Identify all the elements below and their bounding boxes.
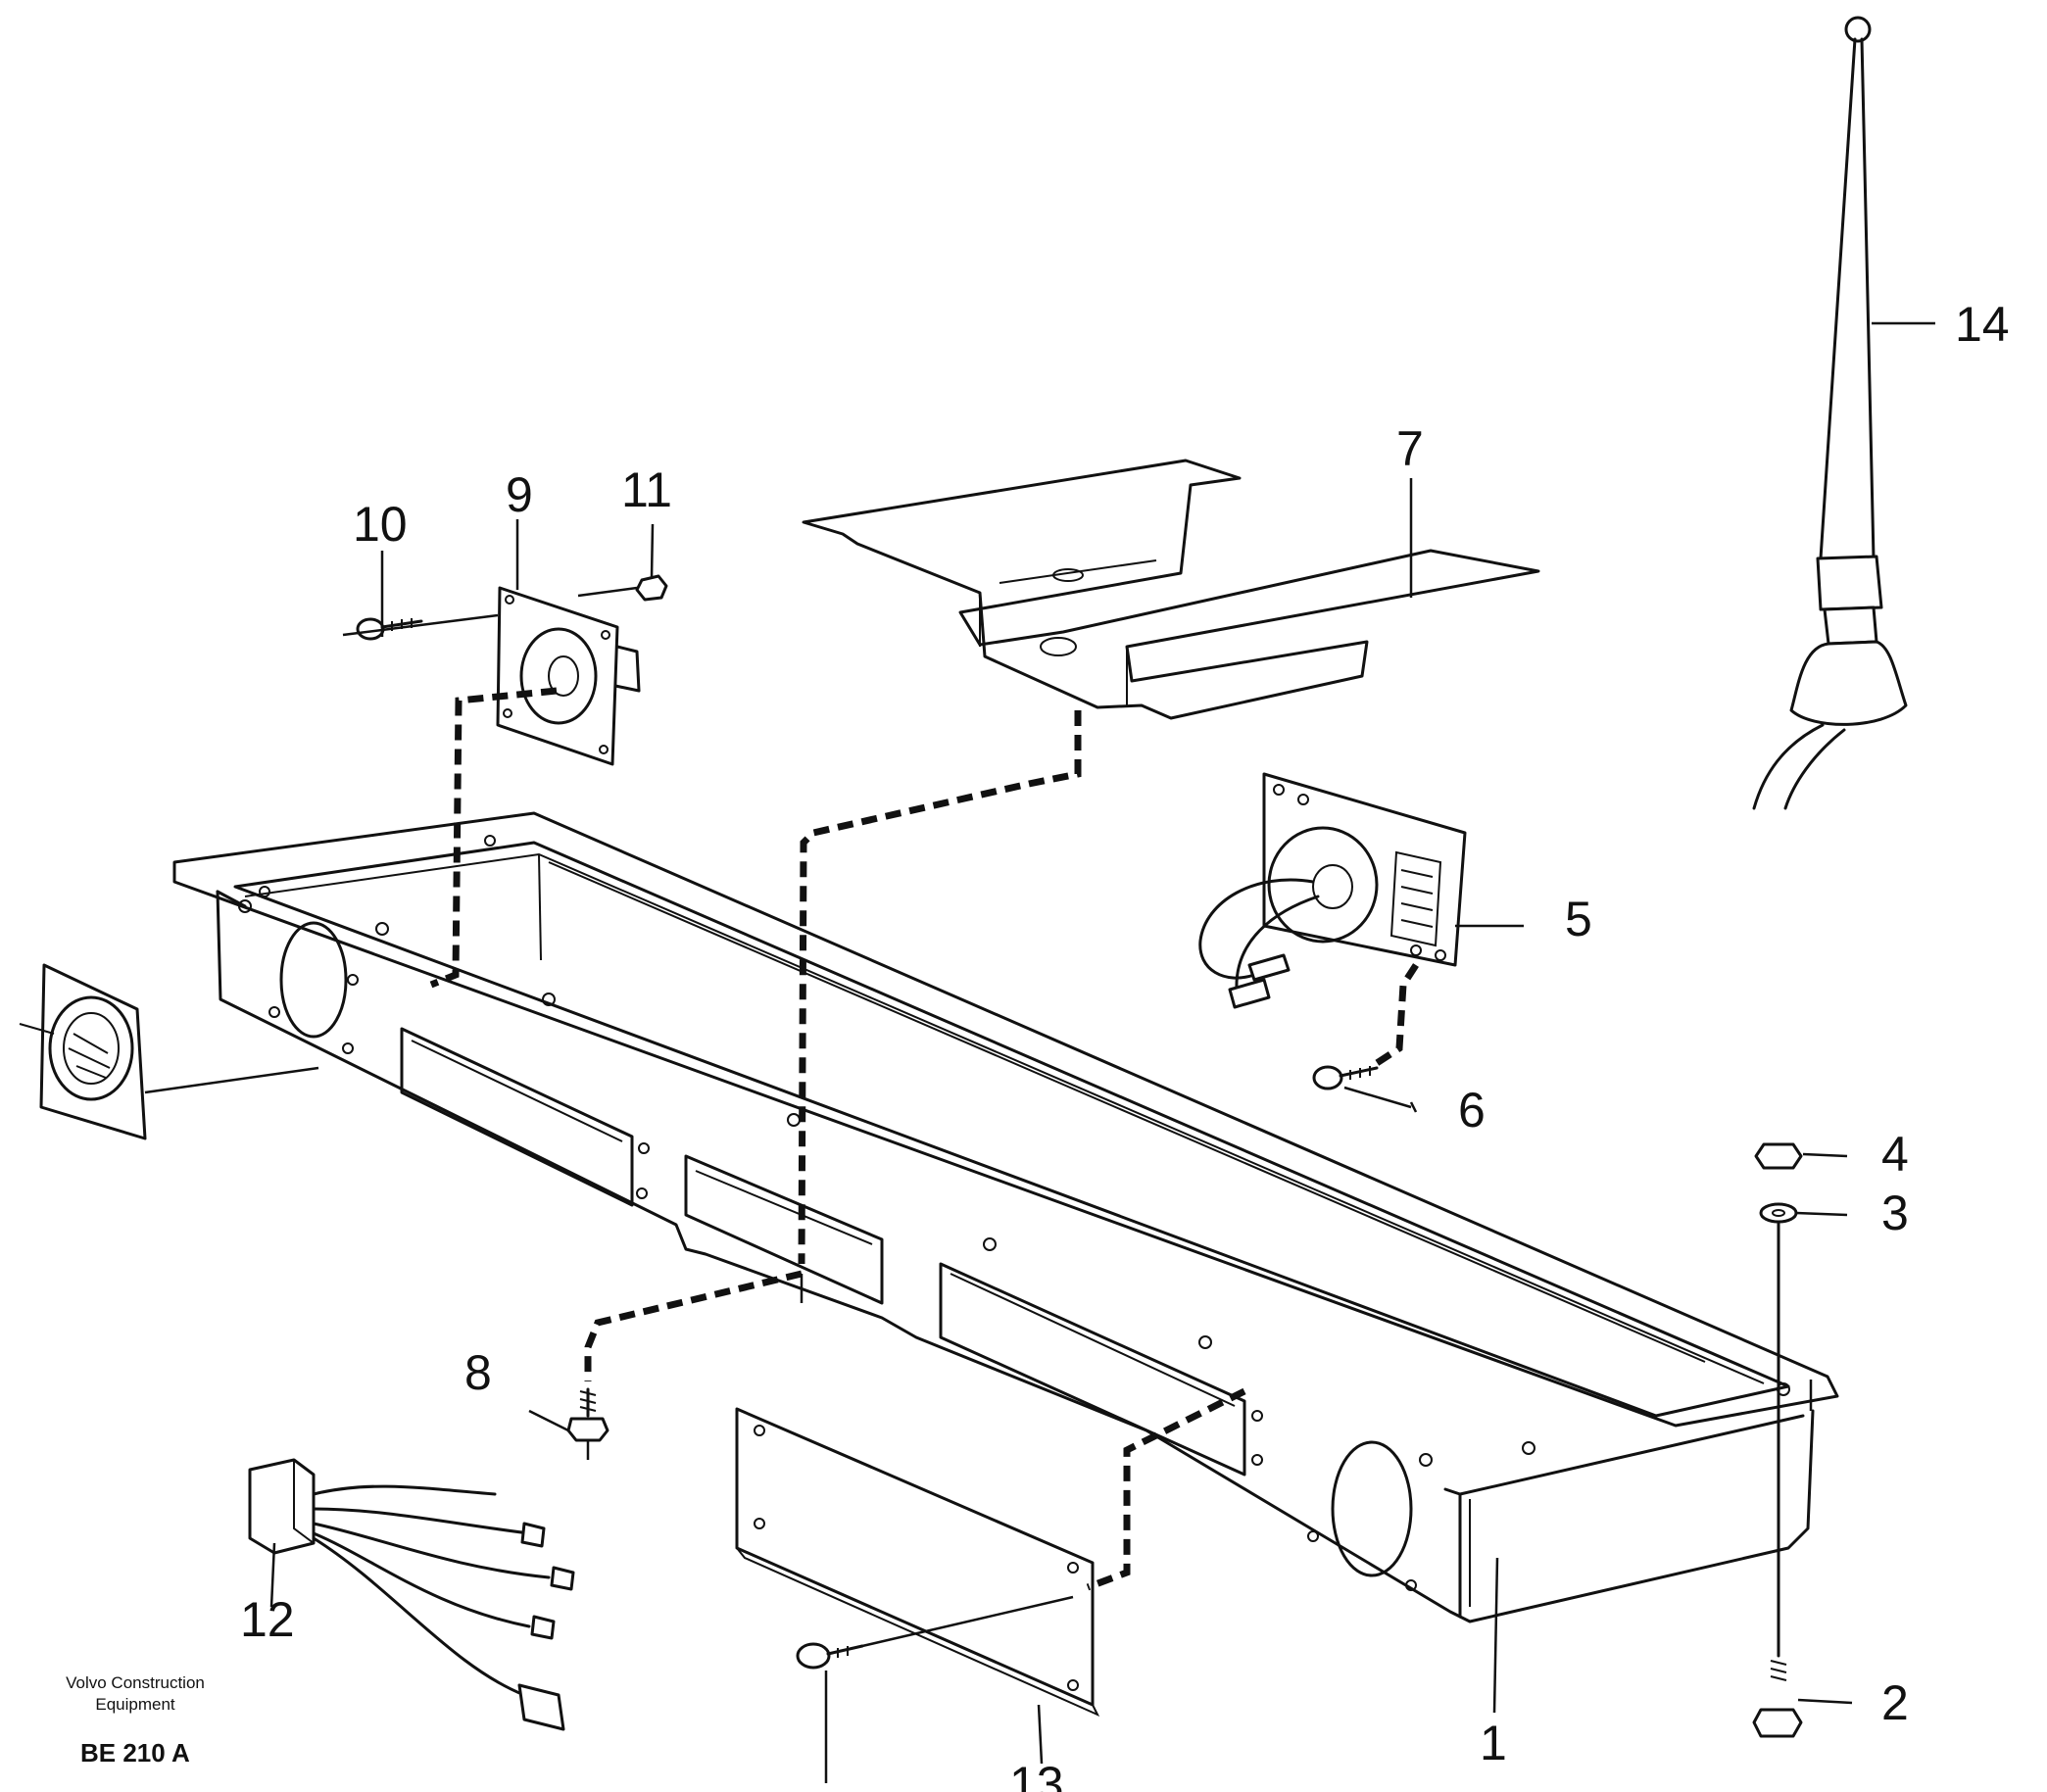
part-13-screw	[796, 1595, 1074, 1783]
callout-9: 9	[506, 467, 533, 522]
footer-block: Volvo Construction Equipment BE 210 A	[66, 1673, 205, 1768]
callout-leaders	[269, 478, 1524, 1765]
speaker-grille	[19, 963, 147, 1140]
callout-labels: 1 2 3 4 5 6 7 8 9 10 11 12 13 14	[240, 297, 2010, 1792]
callout-6: 6	[1458, 1083, 1486, 1138]
callout-14: 14	[1955, 297, 2010, 352]
part-5-radio-unit	[1198, 772, 1467, 1009]
part-14-antenna	[1752, 16, 1935, 810]
callout-13: 13	[1009, 1757, 1064, 1792]
part-8-bolt	[566, 1387, 609, 1460]
callout-1: 1	[1480, 1716, 1507, 1770]
part-13-cover-plate	[735, 1407, 1100, 1718]
drawing-reference: BE 210 A	[80, 1738, 190, 1768]
part-1-tray	[172, 811, 1839, 1623]
callout-2: 2	[1881, 1675, 1909, 1730]
part-4-nut	[1754, 1142, 1848, 1170]
tray-mounting-holes	[238, 835, 1790, 1591]
part-11-nut	[577, 574, 668, 602]
company-name-line1: Volvo Construction	[66, 1673, 205, 1692]
part-6-screw	[1312, 1065, 1379, 1090]
callout-12: 12	[240, 1592, 295, 1647]
callout-7: 7	[1396, 421, 1424, 476]
company-name-line2: Equipment	[95, 1695, 175, 1714]
part-10-screw	[342, 613, 499, 641]
callout-8: 8	[464, 1345, 492, 1400]
part-2-bolt	[1752, 1221, 1853, 1738]
part-12-wiring-harness	[248, 1458, 575, 1731]
callout-10: 10	[353, 497, 408, 552]
assembly-dashed-lines	[144, 687, 1813, 1591]
callout-11: 11	[621, 462, 672, 517]
part-3-washer	[1759, 1202, 1848, 1224]
callout-5: 5	[1565, 892, 1592, 946]
callout-4: 4	[1881, 1127, 1909, 1182]
part-7-bracket	[802, 459, 1540, 720]
callout-3: 3	[1881, 1186, 1909, 1240]
part-9-speaker	[496, 586, 641, 766]
